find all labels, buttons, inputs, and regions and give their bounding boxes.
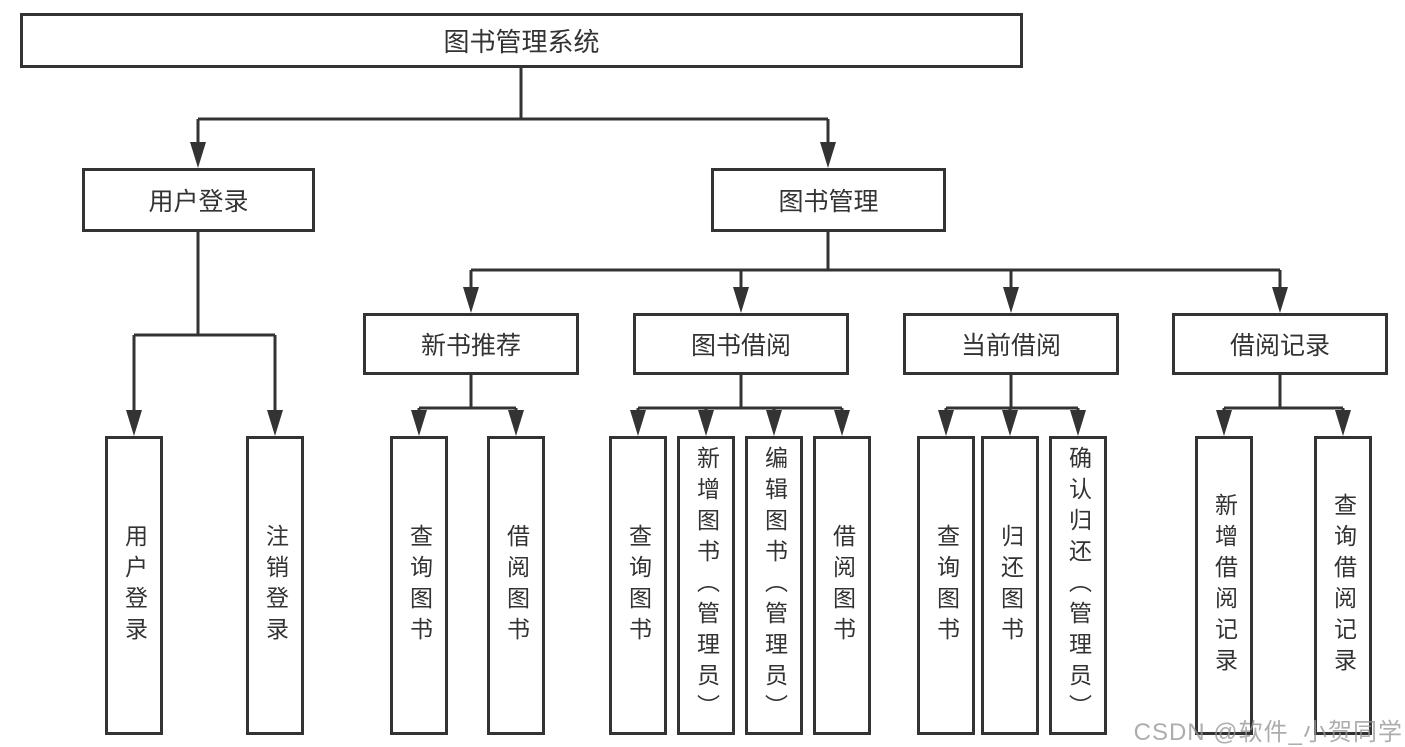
leaf-recommend-query-books: 查询图书 — [390, 436, 448, 735]
leaf-borrow-borrow-books-label: 借阅图书 — [829, 523, 856, 648]
node-book-management: 图书管理 — [711, 168, 946, 232]
node-book-borrow: 图书借阅 — [633, 313, 849, 375]
leaf-current-return-books: 归还图书 — [981, 436, 1039, 735]
node-new-book-recommend: 新书推荐 — [363, 313, 579, 375]
leaf-recommend-query-books-label: 查询图书 — [406, 523, 433, 648]
connector-book-management-to-level3 — [463, 232, 1288, 313]
csdn-watermark: CSDN @软件_小贺同学 — [1133, 719, 1403, 746]
connector-recommend-to-leaves — [411, 375, 524, 436]
leaf-user-login: 用户登录 — [105, 436, 163, 735]
leaf-borrow-add-books-admin: 新增图书（管理员） — [677, 436, 735, 735]
leaf-current-return-books-label: 归还图书 — [997, 523, 1024, 648]
leaf-borrow-query-books: 查询图书 — [609, 436, 667, 735]
node-current-borrow: 当前借阅 — [903, 313, 1119, 375]
node-root-library-management-system: 图书管理系统 — [20, 13, 1023, 68]
node-borrow-records: 借阅记录 — [1172, 313, 1388, 375]
leaf-user-login-label: 用户登录 — [121, 523, 148, 648]
leaf-borrow-query-books-label: 查询图书 — [625, 523, 652, 648]
leaf-borrow-edit-books-admin-label: 编辑图书（管理员） — [761, 446, 788, 725]
node-user-login: 用户登录 — [82, 168, 315, 232]
connector-user-login-to-leaves — [126, 232, 283, 436]
connector-current-to-leaves — [938, 375, 1086, 436]
leaf-current-confirm-return-admin-label: 确认归还（管理员） — [1065, 446, 1092, 725]
leaf-recommend-borrow-books-label: 借阅图书 — [503, 523, 530, 648]
leaf-records-query-record-label: 查询借阅记录 — [1330, 492, 1357, 679]
leaf-current-confirm-return-admin: 确认归还（管理员） — [1049, 436, 1107, 735]
leaf-recommend-borrow-books: 借阅图书 — [487, 436, 545, 735]
leaf-logout-label: 注销登录 — [262, 523, 289, 648]
connector-root-to-level2 — [190, 68, 836, 168]
leaf-records-query-record: 查询借阅记录 — [1314, 436, 1372, 735]
leaf-logout: 注销登录 — [246, 436, 304, 735]
connector-borrow-to-leaves — [630, 375, 850, 436]
leaf-borrow-add-books-admin-label: 新增图书（管理员） — [693, 446, 720, 725]
leaf-records-add-record: 新增借阅记录 — [1195, 436, 1253, 735]
leaf-records-add-record-label: 新增借阅记录 — [1211, 492, 1238, 679]
leaf-borrow-borrow-books: 借阅图书 — [813, 436, 871, 735]
leaf-current-query-books-label: 查询图书 — [933, 523, 960, 648]
leaf-borrow-edit-books-admin: 编辑图书（管理员） — [745, 436, 803, 735]
leaf-current-query-books: 查询图书 — [917, 436, 975, 735]
connector-records-to-leaves — [1216, 375, 1351, 436]
